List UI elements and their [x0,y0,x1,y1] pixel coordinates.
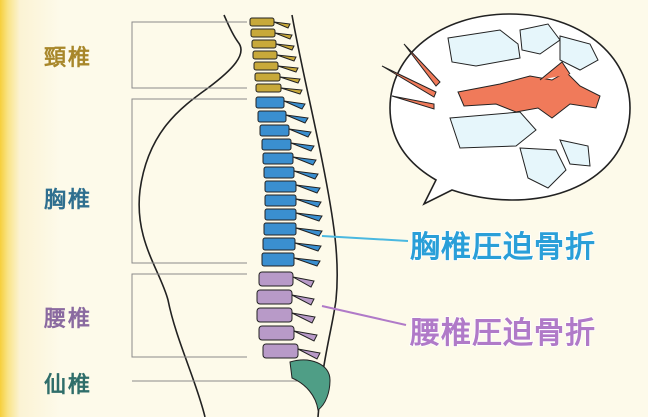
lumbar-callout-line [322,306,406,325]
lumbar-label: 腰椎 [44,301,92,333]
sacrum [290,360,330,410]
thoracic-compression-fracture-label: 胸椎圧迫骨折 [410,222,596,266]
lumbar-vertebrae [257,272,320,359]
cervical-label: 頸椎 [44,40,92,72]
thoracic-vertebrae [256,97,322,266]
sacral-label: 仙椎 [44,367,92,399]
lumbar-compression-fracture-label: 腰椎圧迫骨折 [410,308,596,352]
thoracic-label: 胸椎 [44,182,92,214]
